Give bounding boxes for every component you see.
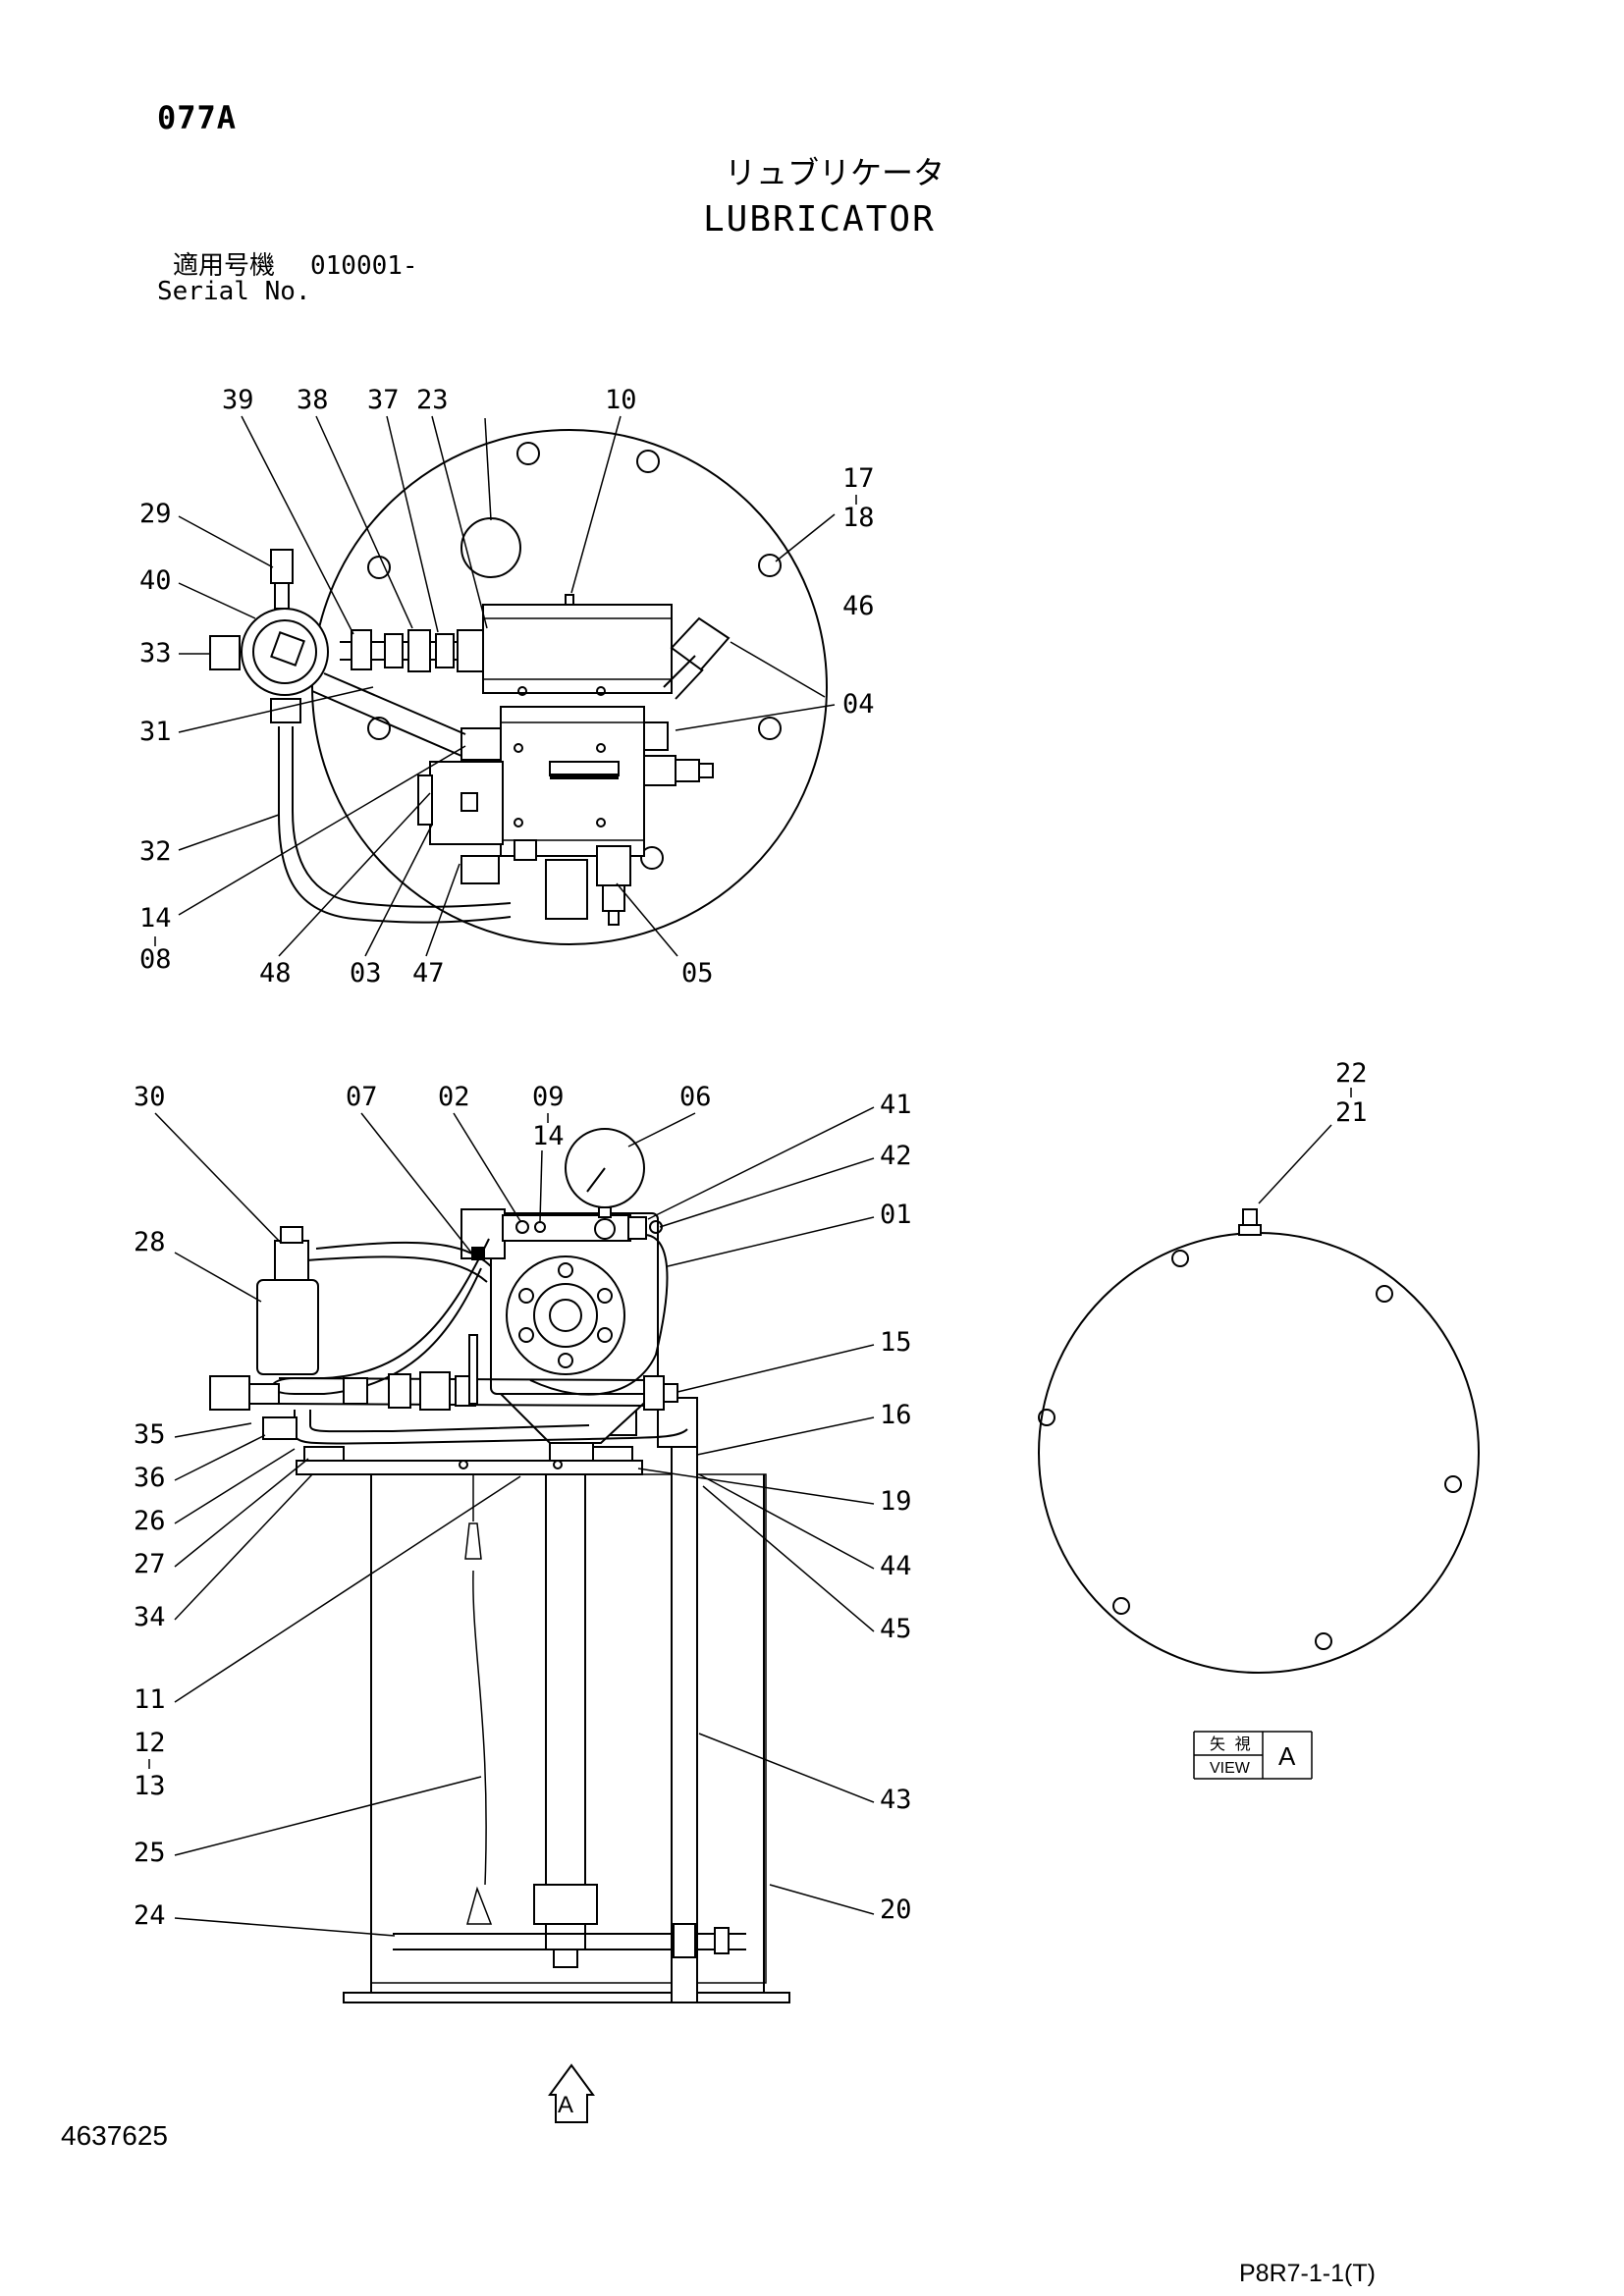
callout-04: 04 (842, 689, 875, 720)
callout-46: 46 (842, 591, 875, 621)
connector-46 (670, 616, 731, 671)
callout-42: 42 (880, 1141, 912, 1171)
suction-pipe (671, 1413, 698, 2003)
callout-24: 24 (134, 1900, 166, 1931)
callout-33: 33 (139, 638, 172, 668)
bolt-hole (367, 717, 391, 740)
callout-11: 11 (134, 1684, 166, 1715)
callout-47: 47 (412, 958, 445, 988)
bolt-hole (636, 450, 660, 473)
view-arrow-letter: A (558, 2092, 573, 2118)
callout-45: 45 (880, 1614, 912, 1644)
view-a-callouts: 22 21 (1258, 1058, 1368, 1204)
callout-09: 09 (532, 1082, 565, 1112)
callout-18: 18 (842, 503, 875, 533)
callout-27: 27 (134, 1549, 166, 1579)
pump-tube (545, 1473, 586, 1950)
callout-37: 37 (367, 385, 400, 415)
port-plug (460, 517, 521, 578)
serial-label-japanese: 適用号機 (173, 251, 276, 281)
callout-26: 26 (134, 1506, 166, 1536)
callout-08: 08 (139, 944, 172, 975)
view-label-box: 矢 視 VIEW A (1193, 1731, 1313, 1780)
callout-38: 38 (297, 385, 329, 415)
page-reference: P8R7-1-1(T) (1239, 2260, 1376, 2287)
view-label-english: VIEW (1210, 1760, 1251, 1777)
callout-41: 41 (880, 1090, 912, 1120)
callout-05: 05 (681, 958, 714, 988)
callout-02: 02 (438, 1082, 470, 1112)
pump-cylinder (545, 859, 588, 920)
callout-16: 16 (880, 1400, 912, 1430)
callout-36: 36 (134, 1463, 166, 1493)
serial-number-value: 010001- (310, 251, 418, 281)
valve-35 (209, 1375, 250, 1411)
top-view-callouts: 39 38 37 23 10 17 18 29 46 40 33 04 31 3… (139, 385, 875, 988)
callout-14b: 14 (532, 1121, 565, 1151)
top-view-leaders (154, 415, 857, 957)
lid-plate (296, 1460, 643, 1475)
callout-32: 32 (139, 836, 172, 867)
callout-12: 12 (134, 1728, 166, 1758)
callout-10: 10 (605, 385, 637, 415)
callout-17: 17 (842, 463, 875, 494)
bolt-hole (758, 717, 782, 740)
callout-25: 25 (134, 1838, 166, 1868)
serial-label-english: Serial No. (157, 277, 311, 306)
view-label-letter: A (1278, 1741, 1296, 1771)
view-label-japanese: 矢 視 (1210, 1735, 1251, 1753)
title-japanese: リュブリケータ (725, 154, 946, 191)
flange (506, 1255, 625, 1375)
view-a (1038, 1208, 1480, 1674)
callout-44: 44 (880, 1551, 912, 1581)
callout-39: 39 (222, 385, 254, 415)
callout-40: 40 (139, 565, 172, 596)
top-view (209, 429, 828, 945)
callout-07: 07 (346, 1082, 378, 1112)
filter-28 (256, 1279, 319, 1375)
side-view-leaders (148, 1106, 875, 1937)
callout-31: 31 (139, 717, 172, 747)
bolt-hole (367, 556, 391, 579)
callout-15: 15 (880, 1327, 912, 1358)
bolt-hole (516, 442, 540, 465)
callout-43: 43 (880, 1785, 912, 1815)
title-english: LUBRICATOR (703, 199, 936, 240)
callout-14: 14 (139, 903, 172, 934)
callout-28: 28 (134, 1227, 166, 1257)
callout-06: 06 (679, 1082, 712, 1112)
callout-34: 34 (134, 1602, 166, 1632)
callout-23: 23 (416, 385, 449, 415)
callout-22: 22 (1335, 1058, 1368, 1089)
callout-48: 48 (259, 958, 292, 988)
fitting-33 (209, 635, 241, 670)
side-view-callouts: 30 07 02 09 14 06 41 42 01 28 15 16 35 3… (134, 1082, 912, 1931)
fitting-29 (270, 549, 294, 584)
pump-body (500, 706, 645, 857)
callout-30: 30 (134, 1082, 166, 1112)
view-a-outline (1038, 1232, 1480, 1674)
fitting-21 (1242, 1208, 1258, 1226)
callout-03: 03 (350, 958, 382, 988)
view-a-arrow: A (548, 2063, 595, 2123)
callout-20: 20 (880, 1895, 912, 1925)
side-view (209, 1128, 790, 2003)
valve-block (482, 604, 673, 694)
callout-35: 35 (134, 1419, 166, 1450)
callout-29: 29 (139, 499, 172, 529)
document-number: 4637625 (61, 2120, 169, 2151)
bolt-hole (758, 554, 782, 577)
page-number: 077A (157, 99, 238, 136)
bracket-36 (262, 1416, 298, 1440)
callout-01: 01 (880, 1200, 912, 1230)
callout-13: 13 (134, 1771, 166, 1801)
callout-21: 21 (1335, 1097, 1368, 1128)
tank-lid-outline (311, 429, 828, 945)
bolt-hole (640, 846, 664, 870)
callout-19: 19 (880, 1486, 912, 1517)
tank-base (343, 1992, 790, 2003)
